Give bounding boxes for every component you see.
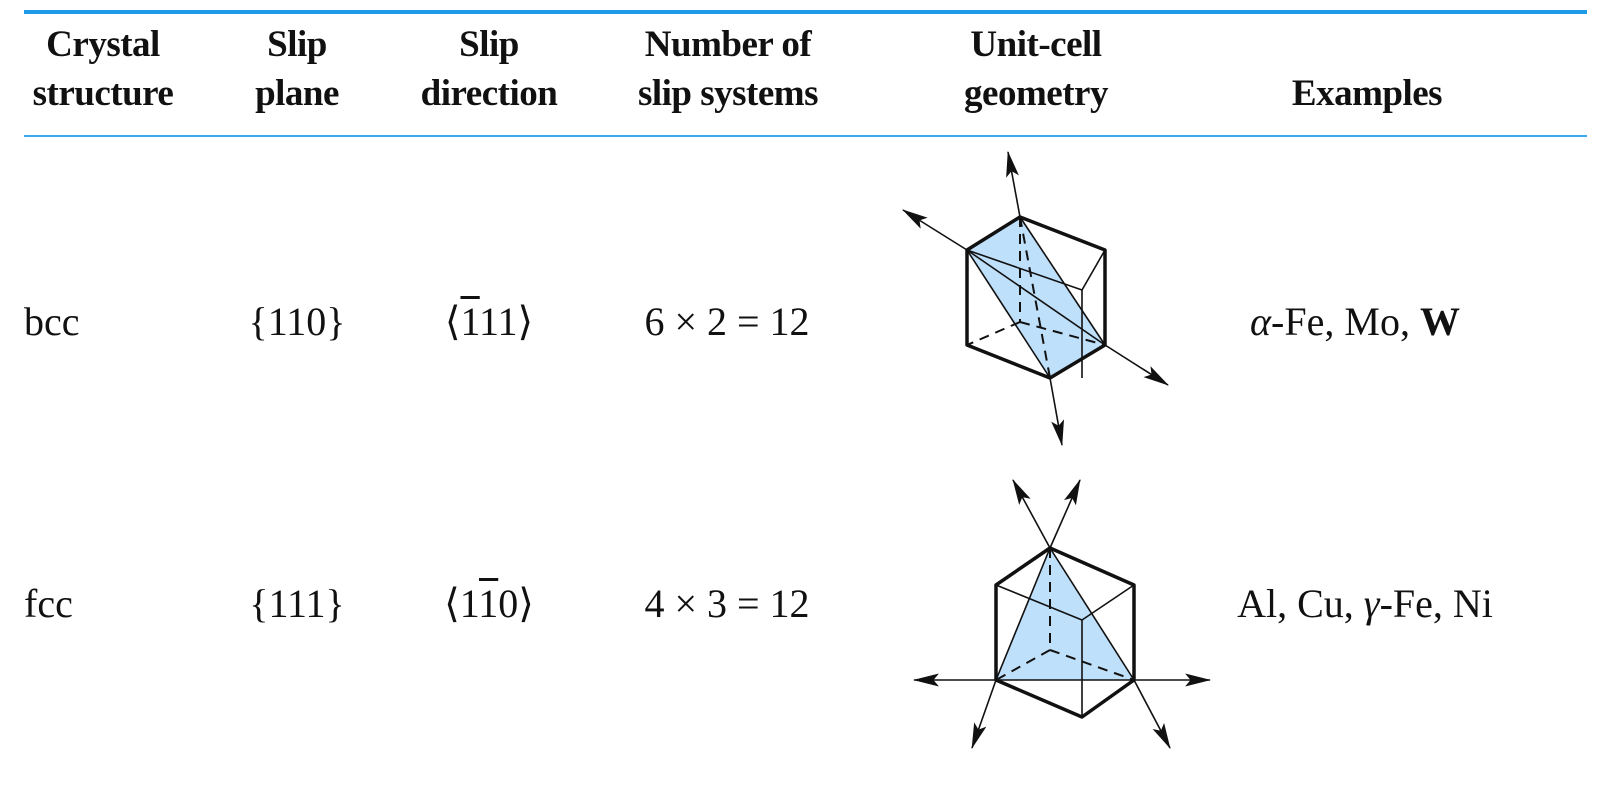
slip-plane [996,548,1134,680]
table-top-rule [24,10,1587,14]
cell-slip-plane: {111} [249,581,345,626]
slip-direction-arrows [912,479,1212,750]
cell-slip-systems: 6 × 2 = 12 [644,299,810,344]
bracket-close: ⟩ [518,581,534,626]
slip-direction-arrows [902,150,1169,447]
cell-structure: fcc [24,581,73,626]
inner-edges [995,547,1135,717]
examples-text: -Fe, Ni [1379,581,1493,626]
greek-letter: α [1250,299,1272,344]
examples-bold: W [1419,299,1460,344]
hidden-edges [995,548,1135,681]
bcc-unit-cell-diagram [902,150,1169,447]
header-line: plane [255,73,339,114]
hidden-edges [966,216,1106,379]
header-number-of-slip-systems: Number of slip systems [637,20,819,118]
header-slip-plane: Slip plane [255,20,339,118]
cell-structure: bcc [24,299,80,344]
greek-letter: γ [1363,581,1380,626]
cell-slip-direction: ⟨111⟩ [445,298,533,346]
cube-outline [994,546,1136,719]
header-line: Crystal [46,24,160,65]
header-line: Unit-cell [970,24,1102,65]
slip-plane [967,217,1105,378]
examples-text: Al, Cu, [1237,581,1364,626]
examples-text: -Fe, Mo, [1271,299,1420,344]
header-line: slip systems [637,73,819,114]
header-line: geometry [964,73,1108,114]
header-slip-direction: Slip direction [421,20,558,118]
header-line: structure [32,73,174,114]
cell-slip-direction: ⟨110⟩ [444,580,534,628]
fcc-unit-cell-diagram [912,479,1212,750]
inner-edges [966,216,1106,379]
cube-outline [965,215,1107,380]
overlined-index: 1 [479,581,499,626]
header-line: Slip [459,24,519,65]
header-line: direction [420,73,558,114]
header-line: Slip [267,24,327,65]
header-unit-cell-geometry: Unit-cell geometry [964,20,1108,118]
header-line: Number of [644,24,812,65]
header-examples: Examples [1291,20,1443,118]
bracket-open: ⟨1 [444,581,479,626]
overlined-index: 1 [460,299,480,344]
table-header-rule [24,135,1587,137]
bracket-close: ⟩ [517,299,534,344]
header-crystal-structure: Crystal structure [33,20,174,118]
cell-examples: Al, Cu, γ-Fe, Ni [1237,580,1493,628]
header-line: Examples [1291,73,1443,114]
header-line [1292,20,1442,69]
index-rest: 0 [498,581,519,626]
cell-slip-systems: 4 × 3 = 12 [644,581,810,626]
index-rest: 11 [479,299,518,344]
cell-examples: α-Fe, Mo, W [1250,298,1460,346]
bracket-open: ⟨ [444,299,461,344]
cell-slip-plane: {110} [248,299,346,344]
